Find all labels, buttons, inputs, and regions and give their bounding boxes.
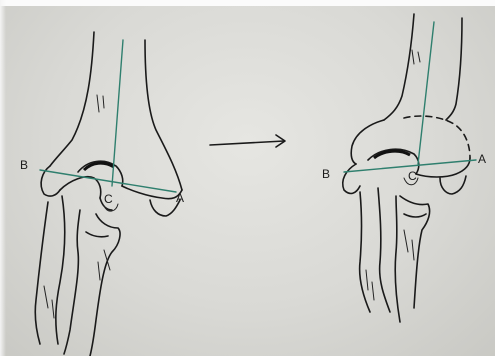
right-label-A: A	[478, 152, 486, 166]
right-medial-epicondyle	[440, 176, 466, 194]
left-olecranon	[86, 232, 108, 237]
left-ulna-outer	[64, 210, 80, 354]
left-label-B: B	[20, 158, 28, 172]
right-radius-hatch	[366, 270, 374, 300]
right-radius-inner	[378, 188, 390, 312]
right-ulna-outer	[395, 196, 400, 322]
left-ulna-hatch	[98, 250, 110, 280]
arrow	[210, 135, 285, 147]
right-shaft-hatch	[412, 50, 420, 64]
right-radius-outer	[360, 192, 370, 312]
left-shaft-hatch	[97, 95, 104, 112]
left-label-C: C	[104, 192, 113, 206]
right-humerus-shaft-left	[384, 14, 414, 120]
right-elbow: B C A	[322, 14, 486, 322]
arrow-shaft	[210, 141, 284, 145]
right-label-C: C	[408, 169, 417, 183]
left-humerus-shaft-right	[145, 40, 182, 190]
right-olecranon	[404, 214, 426, 217]
left-radius-hatch	[44, 286, 54, 318]
left-humerus-shaft	[50, 32, 94, 166]
left-elbow: B C A	[20, 32, 184, 356]
left-radius-inner	[56, 196, 65, 344]
right-ulna-hatch	[404, 230, 414, 260]
right-dashed-outline	[404, 116, 470, 158]
right-label-B: B	[322, 167, 330, 181]
left-radius-outer	[35, 202, 48, 344]
right-lateral-condyle	[343, 164, 360, 193]
right-distal-humerus-left	[351, 120, 384, 164]
left-lateral-condyle	[60, 177, 101, 198]
right-ulna-inner	[400, 196, 430, 308]
left-humeral-axis-line	[112, 40, 123, 186]
left-label-A: A	[176, 191, 184, 205]
right-humeral-axis-line	[418, 22, 434, 164]
right-humerus-shaft-right	[446, 18, 462, 120]
